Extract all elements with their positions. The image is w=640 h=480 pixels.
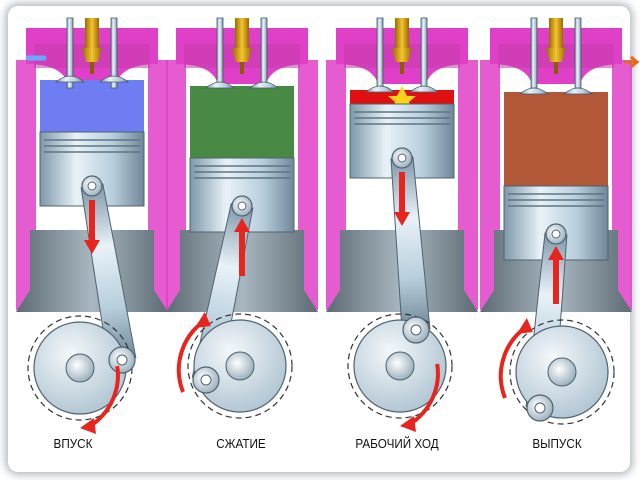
- intake-valve-head: [204, 81, 236, 89]
- engine-3: [326, 17, 478, 432]
- crank-rotation-arc: [176, 320, 205, 393]
- rotation-arrowhead-icon: [516, 318, 533, 334]
- crank-pin-center: [116, 354, 128, 366]
- arrow-up-icon: [234, 218, 250, 232]
- crank-path-dashed: [347, 313, 453, 419]
- stroke-label-compression: СЖАТИЕ: [216, 436, 266, 451]
- crank-rotation-arc: [408, 363, 440, 426]
- intake-valve-stem: [376, 17, 384, 89]
- rotation-arrowhead-icon: [80, 418, 96, 434]
- crank-axle: [225, 351, 255, 381]
- wrist-pin-center: [87, 181, 97, 191]
- crank-pin-center: [200, 374, 212, 386]
- exhaust-flow-icon: [624, 55, 640, 69]
- exhaust-valve-stem: [110, 17, 118, 89]
- wrist-pin-center: [397, 153, 407, 163]
- crank-path-dashed: [509, 319, 615, 425]
- arrow-up-icon: [548, 246, 564, 260]
- crank-axle: [385, 351, 415, 381]
- gas-highlight: [504, 92, 608, 186]
- cylinder-block: [16, 230, 168, 312]
- crank-axle: [65, 353, 95, 383]
- arrow-down-icon: [84, 240, 100, 254]
- exhaust-valve-head: [98, 75, 130, 83]
- intake-valve-head: [518, 87, 550, 95]
- crank-rotation-arc: [498, 326, 527, 399]
- spark-plug-nut: [546, 48, 566, 62]
- exhaust-valve-head: [562, 87, 594, 95]
- stroke-label-power: РАБОЧИЙ ХОД: [355, 436, 439, 451]
- exhaust-valve-head: [408, 85, 440, 93]
- intake-valve-stem: [216, 17, 224, 89]
- exhaust-valve-stem: [574, 17, 582, 89]
- spark-plug-nut: [82, 48, 102, 62]
- rotation-arrowhead-icon: [400, 416, 416, 432]
- crank-pin-center: [534, 402, 546, 414]
- engine-4: [480, 17, 640, 425]
- spark-plug-tip: [240, 62, 244, 74]
- spark-plug-tip: [90, 62, 94, 74]
- gas-highlight: [40, 80, 144, 132]
- spark-plug-tip: [554, 62, 558, 74]
- gas-mixture: [504, 92, 608, 186]
- stroke-label-exhaust: ВЫПУСК: [532, 436, 582, 451]
- exhaust-valve-head: [248, 81, 280, 89]
- intake-valve-stem: [530, 17, 538, 89]
- spark-plug-nut: [392, 48, 412, 62]
- engine-2: [166, 17, 318, 419]
- spark-plug-body: [85, 18, 99, 48]
- intake-valve-head: [364, 85, 396, 93]
- engine-1: [16, 17, 168, 434]
- intake-valve-stem: [66, 17, 74, 89]
- wrist-pin-center: [237, 201, 247, 211]
- intake-valve-head: [54, 75, 86, 83]
- crank-pin-center: [410, 324, 422, 336]
- spark-plug-nut: [232, 48, 252, 62]
- spark-plug-body: [549, 18, 563, 48]
- exhaust-valve-stem: [260, 17, 268, 89]
- spark-plug-tip: [400, 62, 404, 74]
- arrow-down-icon: [394, 212, 410, 226]
- spark-plug-body: [235, 18, 249, 48]
- gas-mixture: [190, 86, 294, 158]
- rotation-arrowhead-icon: [194, 312, 211, 328]
- crank-rotation-arc: [88, 365, 120, 428]
- crank-axle: [547, 357, 577, 387]
- spark-plug-body: [395, 18, 409, 48]
- gas-mixture: [40, 80, 144, 132]
- crank-path-dashed: [187, 313, 293, 419]
- exhaust-valve-stem: [420, 17, 428, 89]
- gas-highlight: [190, 86, 294, 158]
- wrist-pin-center: [551, 229, 561, 239]
- stroke-label-intake: ВПУСК: [53, 436, 93, 451]
